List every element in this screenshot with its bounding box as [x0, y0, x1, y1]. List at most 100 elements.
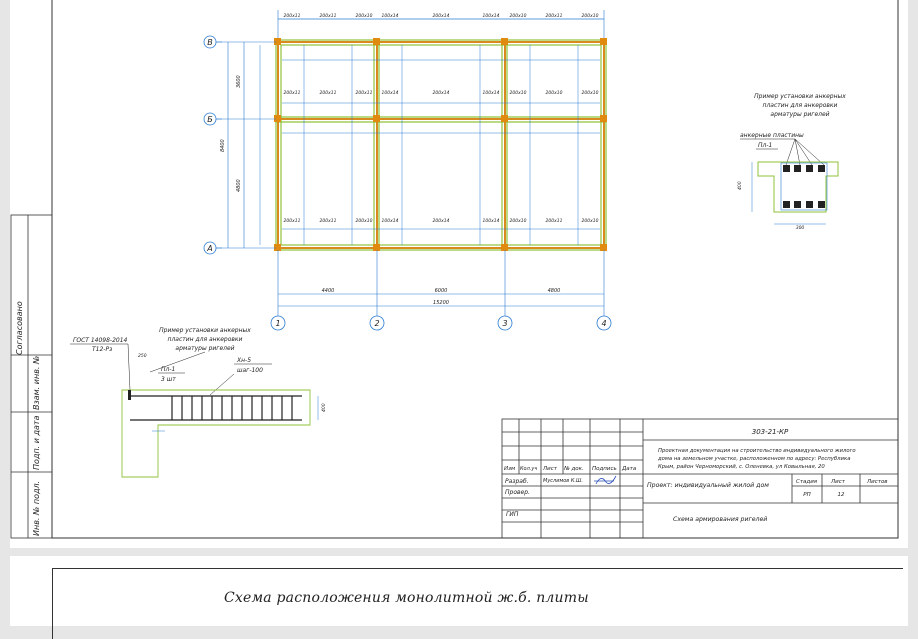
- title-block-text: 303-21-КР Проектная документация на стро…: [504, 428, 888, 523]
- sheets-label: Листов: [866, 479, 888, 485]
- next-sheet-frame: [52, 568, 903, 639]
- description-line-1: Проектная документация на строительство …: [658, 448, 856, 454]
- drawing-canvas: Согласовано Взам. инв. № Подп. и дата Ин…: [10, 0, 899, 539]
- detail-left-plate-qty: 3 шт: [161, 376, 176, 383]
- side-stamp-labels: Согласовано Взам. инв. № Подп. и дата Ин…: [15, 301, 41, 536]
- axis-label-a: А: [206, 244, 212, 253]
- axis-bubble-2: [369, 315, 385, 331]
- gost-line-1: ГОСТ 14098-2014: [73, 337, 128, 344]
- col-sign: Подпись: [592, 466, 617, 472]
- rebar-zone-label: 200х11: [284, 218, 301, 224]
- rebar-plan: 3600 4800 8400 В Б А 4400 6000 4800 1520…: [203, 10, 612, 331]
- rebar-zone-label: 200х10: [510, 13, 527, 19]
- axis-label-3: 3: [502, 319, 507, 328]
- rebar-zone-label: 200х11: [320, 90, 337, 96]
- rebar-zone-label: 200х10: [510, 218, 527, 224]
- left-span-2: 4800: [236, 179, 242, 192]
- stamp-agreed: Согласовано: [15, 301, 24, 355]
- col-doc: № док.: [563, 466, 584, 472]
- rebar-zone-label: 200х11: [284, 13, 301, 19]
- rebar-zone-label: 200х11: [320, 13, 337, 19]
- left-total: 8400: [220, 139, 226, 152]
- description-line-3: Крым, район Черноморский, с. Оленевка, у…: [658, 464, 825, 470]
- axis-label-b: Б: [207, 115, 213, 124]
- side-stamp: [10, 214, 53, 539]
- drawing-sheet: Согласовано Взам. инв. № Подп. и дата Ин…: [10, 0, 908, 548]
- anchor-detail-right: Пример установки анкерных пластин для ан…: [737, 93, 846, 231]
- bottom-span-3: 4800: [548, 288, 561, 294]
- rebar-zone-label: 200х11: [320, 218, 337, 224]
- anchor-detail-left: ГОСТ 14098-2014 Т12-Рз 250 Пример устано…: [70, 327, 327, 478]
- detail-right-title-2: пластин для анкеровки: [763, 102, 838, 109]
- rebar-zone-label: 200х10: [582, 13, 599, 19]
- title-block: [501, 418, 899, 539]
- detail-right-plates-label: анкерные пластины: [740, 132, 804, 139]
- axis-label-v: В: [207, 38, 213, 47]
- role-developer: Разраб.: [505, 478, 529, 485]
- detail-right-title-1: Пример установки анкерных: [754, 93, 846, 100]
- sheet-value: 12: [838, 492, 845, 498]
- detail-left-clamp: Хн-5: [236, 357, 251, 364]
- rebar-zone-label: 200х14: [433, 90, 450, 96]
- sheet-label: Лист: [830, 479, 846, 485]
- drawing-title: Схема армирования ригелей: [673, 516, 767, 523]
- detail-left-step: шаг-100: [237, 367, 263, 374]
- rebar-zone-label: 200х10: [582, 90, 599, 96]
- developer-signature: [594, 475, 617, 485]
- rebar-zone-label: 100х14: [382, 218, 399, 224]
- rebar-zone-label: 200х14: [433, 13, 450, 19]
- next-sheet-caption: Схема расположения монолитной ж.б. плиты: [224, 590, 589, 606]
- rebar-zone-label: 200х10: [510, 90, 527, 96]
- stamp-replace-inv: Взам. инв. №: [32, 356, 41, 410]
- axis-label-1: 1: [275, 319, 280, 328]
- detail-left-plate-mark: Пл-1: [161, 366, 175, 373]
- rebar-zone-label: 200х10: [356, 218, 373, 224]
- detail-right-dim-h: 400: [737, 181, 743, 190]
- rebar-zone-label: 200х14: [433, 218, 450, 224]
- col-kol: Кол.уч: [520, 466, 537, 472]
- rebar-zone-labels: 200х11 200х11 200х10 100х14 200х14 100х14 200х…: [284, 13, 599, 224]
- bottom-span-1: 4400: [322, 288, 335, 294]
- rebar-zone-label: 200х11: [546, 13, 563, 19]
- stage-label: Стадия: [796, 479, 818, 485]
- rebar-zone-label: 200х11: [546, 218, 563, 224]
- developer-name: Муслимов К.Ш.: [543, 478, 583, 484]
- detail-right-dim-w: 300: [796, 225, 805, 231]
- rebar-zone-label: 100х14: [382, 90, 399, 96]
- detail-right-plate-mark: Пл-1: [758, 142, 772, 149]
- rebar-zone-label: 200х10: [356, 13, 373, 19]
- axis-label-2: 2: [374, 319, 379, 328]
- rebar-zone-label: 100х14: [483, 218, 500, 224]
- gost-line-2: Т12-Рз: [92, 346, 112, 353]
- rebar-zone-label: 100х14: [382, 13, 399, 19]
- bottom-span-2: 6000: [435, 288, 448, 294]
- doc-code: 303-21-КР: [752, 428, 789, 436]
- bottom-total: 15200: [433, 300, 449, 306]
- project-name: Проект: индивидуальный жилой дом: [647, 482, 769, 489]
- rebar-zone-label: 200х10: [546, 90, 563, 96]
- col-date: Дата: [621, 466, 637, 472]
- axis-label-4: 4: [601, 319, 606, 328]
- role-gip: ГИП: [506, 511, 519, 518]
- col-izm: Изм: [504, 466, 515, 472]
- detail-left-title-3: арматуры ригелей: [175, 345, 234, 352]
- stamp-sign-date: Подп. и дата: [32, 415, 41, 470]
- axis-bubble-3: [497, 315, 513, 331]
- detail-left-dim-side: 400: [321, 403, 327, 412]
- rebar-zone-label: 200х11: [284, 90, 301, 96]
- description-line-2: дома на земельном участке, расположенном…: [657, 456, 850, 462]
- col-list: Лист: [542, 466, 558, 472]
- detail-left-dim-top: 250: [138, 353, 147, 359]
- stamp-inv-orig: Инв. № подл.: [32, 481, 41, 536]
- axis-bubble-1: [270, 315, 286, 331]
- axis-bubble-4: [596, 315, 612, 331]
- stage-value: РП: [803, 492, 810, 498]
- rebar-zone-label: 200х11: [356, 90, 373, 96]
- rebar-zone-label: 100х14: [483, 13, 500, 19]
- detail-right-title-3: арматуры ригелей: [770, 111, 829, 118]
- detail-left-title-1: Пример установки анкерных: [159, 327, 251, 334]
- next-sheet: Схема расположения монолитной ж.б. плиты: [10, 556, 908, 639]
- role-checker: Провер.: [505, 489, 530, 496]
- detail-left-title-2: пластин для анкеровки: [168, 336, 243, 343]
- rebar-zone-label: 200х10: [582, 218, 599, 224]
